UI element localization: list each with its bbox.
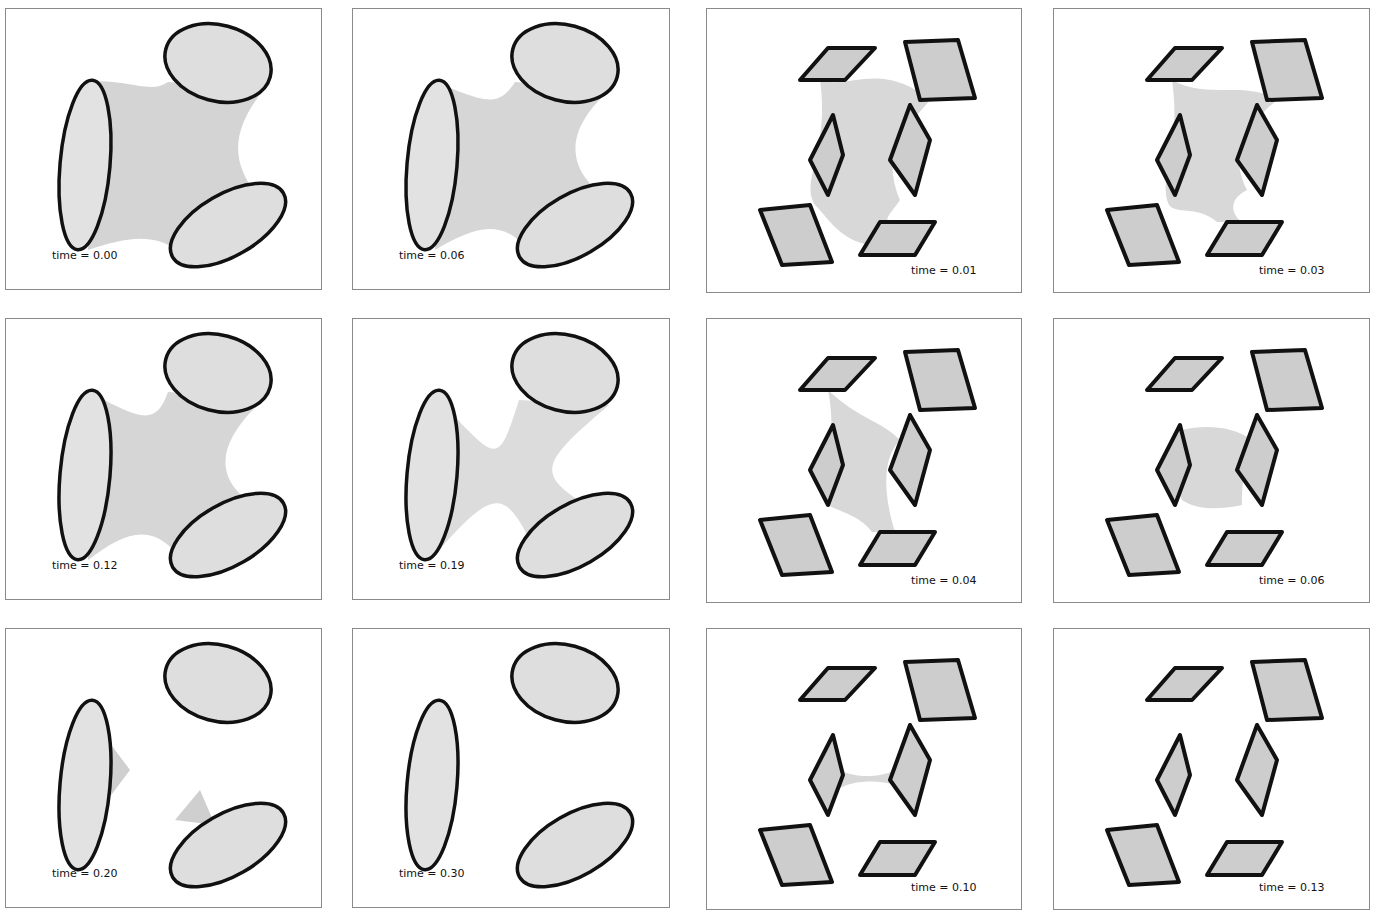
time-label: time = 0.03 [1259, 264, 1325, 277]
time-panel: time = 0.06 [352, 8, 670, 290]
time-panel: time = 0.19 [352, 318, 670, 600]
time-label: time = 0.06 [399, 249, 465, 262]
time-panel: time = 0.06 [1053, 318, 1370, 603]
time-panel: time = 0.03 [1053, 8, 1370, 293]
time-label: time = 0.10 [911, 881, 977, 894]
time-label: time = 0.19 [399, 559, 465, 572]
time-label: time = 0.01 [911, 264, 977, 277]
time-panel: time = 0.10 [706, 628, 1022, 910]
time-panel: time = 0.13 [1053, 628, 1370, 910]
time-label: time = 0.00 [52, 249, 118, 262]
time-label: time = 0.06 [1259, 574, 1325, 587]
time-panel: time = 0.00 [5, 8, 322, 290]
time-panel: time = 0.30 [352, 628, 670, 908]
time-panel: time = 0.20 [5, 628, 322, 908]
time-label: time = 0.20 [52, 867, 118, 880]
time-label: time = 0.13 [1259, 881, 1325, 894]
time-panel: time = 0.01 [706, 8, 1022, 293]
time-label: time = 0.04 [911, 574, 977, 587]
time-panel: time = 0.12 [5, 318, 322, 600]
time-panel: time = 0.04 [706, 318, 1022, 603]
time-label: time = 0.30 [399, 867, 465, 880]
time-label: time = 0.12 [52, 559, 118, 572]
